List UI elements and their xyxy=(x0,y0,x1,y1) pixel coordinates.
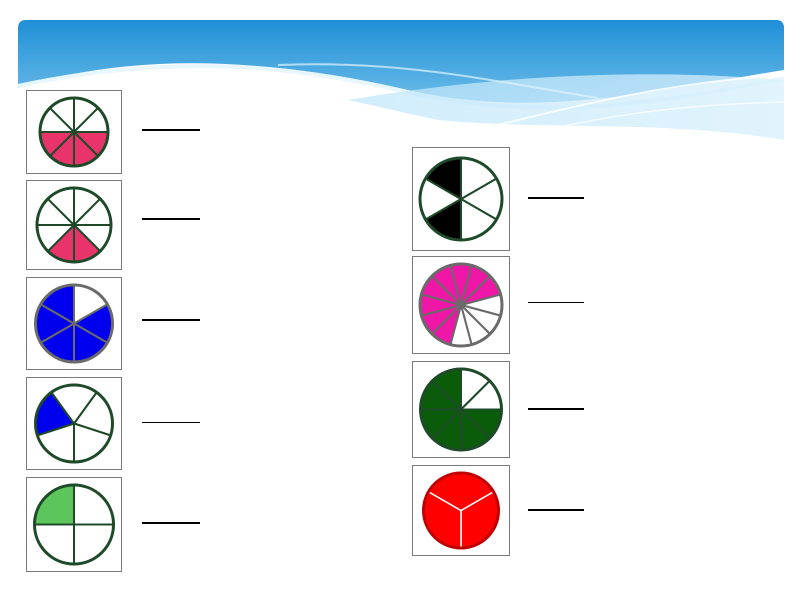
fraction-pie-card-3 xyxy=(26,277,122,370)
answer-blank-4[interactable] xyxy=(142,422,200,423)
fraction-pie-card-6 xyxy=(412,147,510,251)
fraction-pie-1 xyxy=(38,96,110,168)
fraction-pie-7 xyxy=(418,262,504,348)
fraction-pie-8 xyxy=(419,367,503,452)
pie-outline xyxy=(38,96,110,168)
fraction-pie-card-9 xyxy=(412,465,510,556)
pie-outline xyxy=(418,156,504,242)
fraction-pie-3 xyxy=(34,283,114,364)
pie-outline xyxy=(34,283,114,364)
fraction-pie-6 xyxy=(418,156,504,242)
answer-blank-8[interactable] xyxy=(528,408,584,410)
answer-blank-9[interactable] xyxy=(528,509,584,511)
fraction-pie-9 xyxy=(422,471,500,550)
pie-outline xyxy=(33,483,115,566)
answer-blank-6[interactable] xyxy=(528,197,584,199)
answer-blank-5[interactable] xyxy=(142,522,200,524)
pie-outline xyxy=(34,383,114,464)
wave-banner-graphic xyxy=(18,20,784,140)
header-banner xyxy=(18,20,784,140)
fraction-pie-5 xyxy=(33,483,115,566)
pie-outline xyxy=(35,186,113,264)
answer-blank-1[interactable] xyxy=(142,129,200,131)
fraction-pie-card-8 xyxy=(412,361,510,458)
fraction-pie-card-7 xyxy=(412,256,510,354)
answer-blank-7[interactable] xyxy=(528,302,584,303)
fraction-pie-card-1 xyxy=(26,90,122,174)
fraction-pie-card-5 xyxy=(26,477,122,572)
fraction-pie-card-2 xyxy=(26,180,122,270)
fraction-pie-2 xyxy=(35,186,113,264)
fraction-pie-card-4 xyxy=(26,377,122,470)
pie-outline xyxy=(422,471,500,550)
pie-outline xyxy=(419,367,503,452)
fraction-pie-4 xyxy=(34,383,114,464)
answer-blank-2[interactable] xyxy=(142,218,200,220)
pie-outline xyxy=(418,262,504,348)
answer-blank-3[interactable] xyxy=(142,319,200,321)
